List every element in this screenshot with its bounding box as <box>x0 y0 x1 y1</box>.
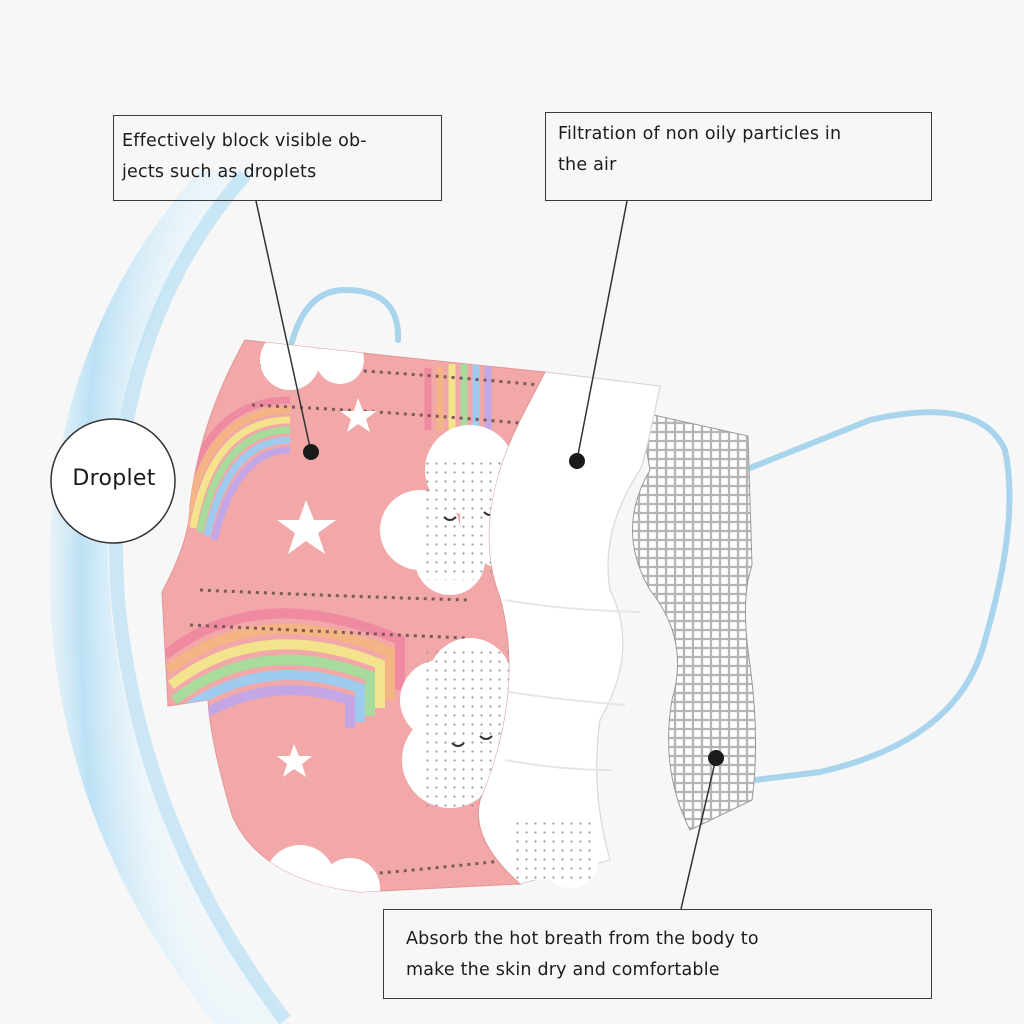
rainbow-icon <box>162 608 405 735</box>
droplet-circle <box>50 418 176 544</box>
middle-layer-white <box>477 371 661 885</box>
rainbow-icon <box>176 396 291 541</box>
callout-text-line: jects such as droplets <box>122 162 317 182</box>
callout-text-line: Absorb the hot breath from the body to <box>406 929 759 949</box>
star-icon <box>340 398 377 432</box>
smiling-cloud-icon <box>400 638 534 810</box>
droplet-shield-arc <box>49 170 290 1024</box>
black-dot-icon <box>303 444 319 460</box>
inner-layer-grid <box>632 411 757 831</box>
black-dot-icon <box>569 453 585 469</box>
callout-text-line: Effectively block visible ob- <box>122 131 367 151</box>
callout-text-line: make the skin dry and comfortable <box>406 960 720 980</box>
droplet-label: Droplet <box>72 466 156 491</box>
ear-loop-right <box>742 409 1013 783</box>
callout-block-droplets: Effectively block visible ob- jects such… <box>113 115 442 201</box>
callout-text-line: the air <box>558 155 617 175</box>
callout-text-line: Filtration of non oily particles in <box>558 124 842 144</box>
callout-absorb-breath: Absorb the hot breath from the body to m… <box>383 909 932 999</box>
callout-filtration: Filtration of non oily particles in the … <box>545 112 932 201</box>
star-icon <box>277 744 312 777</box>
ear-loop-left <box>285 286 402 363</box>
droplet-shield-edge <box>109 170 291 1024</box>
smiling-cloud-icon <box>506 812 598 888</box>
black-dot-icon <box>708 750 724 766</box>
star-icon <box>277 500 336 554</box>
leader-lines <box>255 200 717 910</box>
